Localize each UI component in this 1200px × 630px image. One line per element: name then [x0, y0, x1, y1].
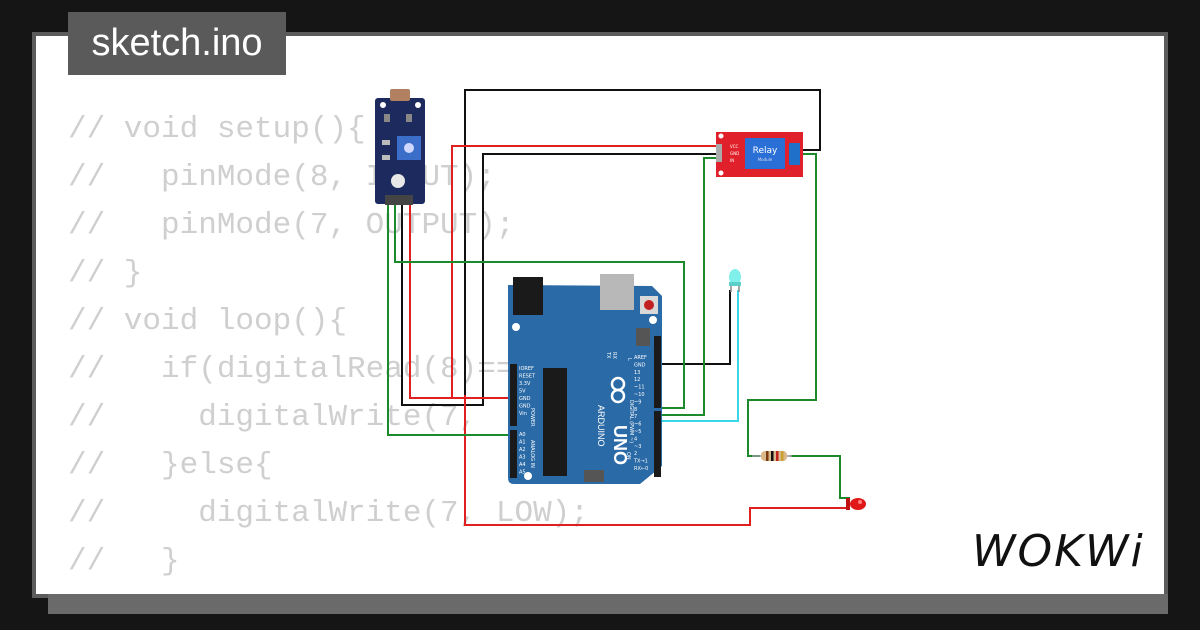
power-header — [510, 364, 517, 426]
code-line: // pinMode(7, OUTPUT); — [68, 208, 515, 243]
code-line: // }else{ — [68, 448, 273, 483]
board-brand: ARDUINO — [596, 405, 606, 447]
wire-green[interactable] — [655, 157, 718, 416]
wire-green[interactable] — [394, 200, 685, 409]
wire-green[interactable] — [747, 153, 817, 457]
relay-pin-label: IN — [730, 158, 734, 163]
pin-label: A2 — [519, 447, 526, 453]
led-label: RX — [611, 352, 617, 359]
wire-black[interactable] — [655, 290, 731, 365]
pin-label: GND — [634, 362, 646, 368]
pin-label: 4 — [634, 436, 637, 442]
code-line: // void setup(){ — [68, 112, 366, 147]
pin-label: GND — [519, 396, 531, 402]
digital-header-low — [654, 411, 661, 477]
pin-label: RX←0 — [634, 466, 648, 472]
wire-cyan[interactable] — [655, 290, 739, 422]
digital-header-high — [654, 336, 661, 408]
pin-label: Vin — [519, 411, 527, 417]
code-line: // void loop(){ — [68, 304, 348, 339]
ldr-sensor-module[interactable] — [375, 89, 425, 205]
led-red-icon[interactable] — [846, 498, 866, 510]
wire-black[interactable] — [401, 153, 718, 406]
photoresistor-icon — [390, 89, 410, 101]
wokwi-logo: WOKWi — [972, 526, 1145, 577]
pin-label: 2 — [634, 451, 637, 457]
pin-label: TX→1 — [633, 459, 648, 465]
pin-label: 13 — [634, 370, 640, 376]
pin-label: ~9 — [634, 399, 641, 405]
led-label: L — [626, 358, 632, 361]
power-section-label: POWER — [529, 408, 535, 427]
relay-subtitle: Module — [758, 157, 773, 162]
code-line: // } — [68, 256, 143, 291]
code-line: // if(digitalRead(8)== — [68, 352, 515, 387]
pin-label: 5V — [519, 389, 526, 395]
pin-label: RESET — [519, 374, 536, 380]
pin-label: 3.3V — [519, 381, 531, 387]
board-model: UNO — [610, 425, 630, 465]
led-cyan-icon[interactable] — [729, 269, 741, 292]
pin-label: 8 — [634, 407, 637, 413]
pin-label: 12 — [634, 377, 640, 383]
relay-title: Relay — [753, 146, 778, 156]
code-line: // } — [68, 586, 589, 594]
pin-label: AREF — [634, 355, 647, 361]
wire-red[interactable] — [409, 200, 515, 399]
atmega-chip — [543, 368, 567, 476]
wire-red[interactable] — [451, 145, 718, 399]
wire-green[interactable] — [790, 455, 850, 499]
wires — [387, 89, 850, 526]
infinity-logo-icon — [610, 376, 626, 404]
resistor-icon[interactable] — [752, 451, 792, 461]
pin-label: A3 — [519, 455, 526, 461]
relay-pin-label: VCC — [730, 144, 739, 149]
pin-label: ~11 — [634, 385, 645, 391]
wire-black[interactable] — [464, 89, 821, 395]
pin-label: A4 — [519, 462, 526, 468]
wire-red[interactable] — [464, 395, 848, 526]
usb-port — [600, 274, 634, 310]
relay-module[interactable]: Relay Module VCC GND IN — [716, 132, 803, 177]
pin-label: ~5 — [634, 429, 641, 435]
code-line: // digitalWrite(7, LOW); — [68, 496, 589, 531]
relay-pin-label: GND — [730, 151, 739, 156]
power-jack — [513, 277, 543, 315]
digital-section-label: DIGITAL (PWM ~) — [628, 400, 634, 443]
analog-section-label: ANALOG IN — [529, 440, 535, 468]
pin-label: ~10 — [634, 392, 645, 398]
led-label: TX — [605, 351, 611, 359]
pin-label: ~6 — [634, 422, 641, 428]
pin-label: A1 — [519, 440, 526, 446]
analog-header — [510, 430, 517, 478]
pin-label: A0 — [519, 432, 526, 438]
code-line: // } — [68, 544, 180, 579]
wire-green[interactable] — [387, 200, 515, 436]
pin-label: GND — [519, 404, 531, 410]
pin-label: IOREF — [519, 366, 534, 372]
frame-shadow — [48, 594, 1168, 614]
pin-label: 7 — [634, 414, 637, 420]
led-label: ON — [625, 452, 631, 460]
pin-label: A5 — [519, 470, 526, 476]
sketch-filename-tag[interactable]: sketch.ino — [68, 12, 286, 75]
pin-label: ~3 — [634, 444, 641, 450]
